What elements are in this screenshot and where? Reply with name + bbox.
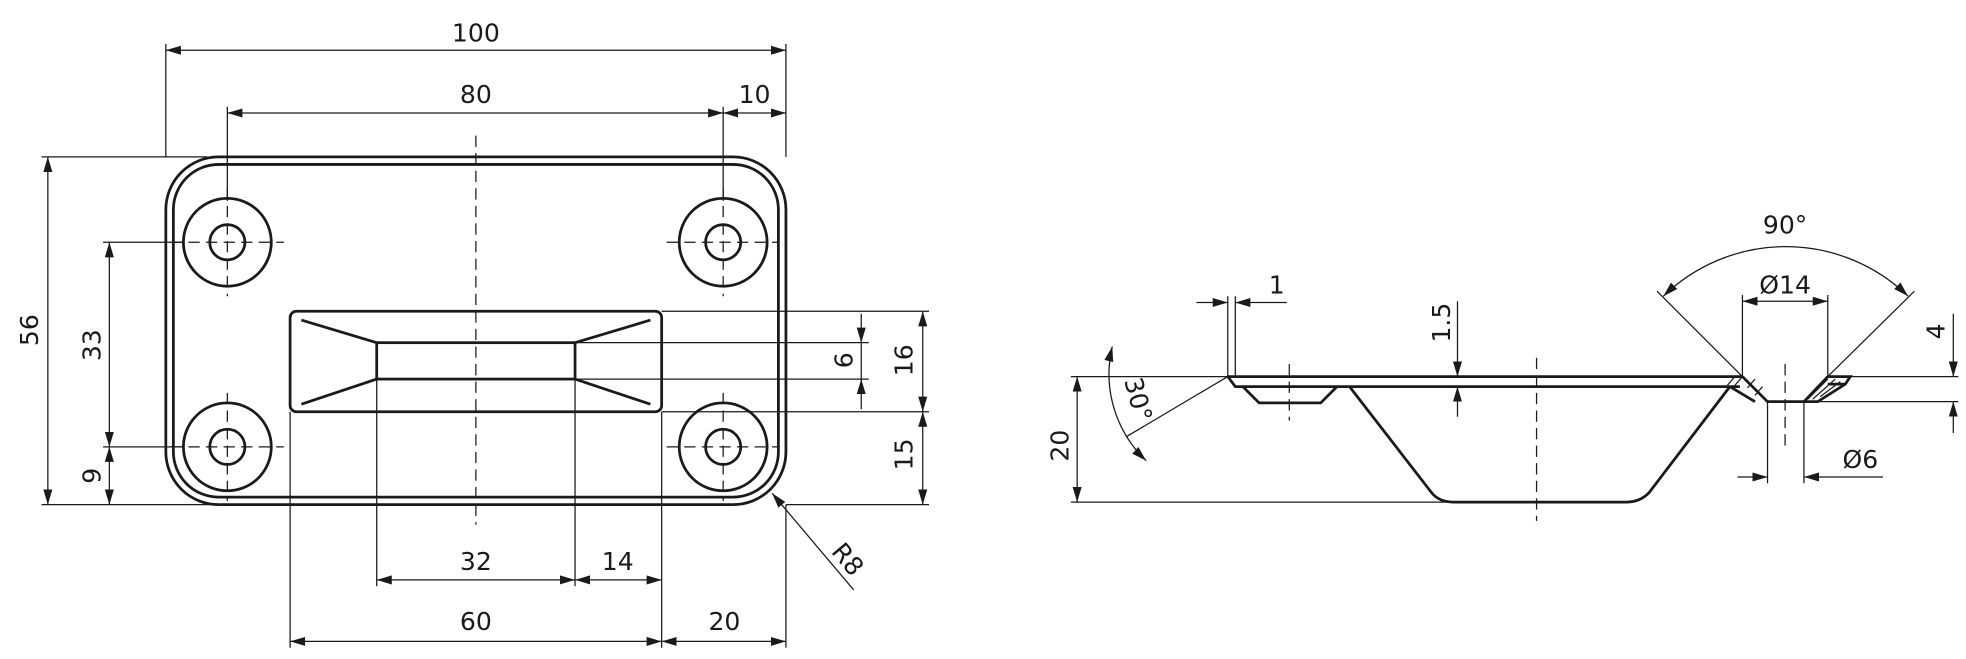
dim-corner-radius: R8 <box>826 537 870 581</box>
dim-countersink-depth: 4 <box>1922 323 1951 339</box>
dim-slot-inner-width: 32 <box>460 547 492 576</box>
dim-slot-taper: 14 <box>602 547 634 576</box>
top-view: 100 80 10 56 33 9 6 16 15 32 14 60 20 R8 <box>15 18 930 648</box>
dim-countersink-angle: 90° <box>1763 210 1807 239</box>
dim-slot-width: 60 <box>460 607 492 636</box>
hole-top-left <box>170 188 284 297</box>
dim-angle: 30° <box>1118 374 1158 424</box>
dim-hole-edge-y: 9 <box>78 468 107 484</box>
dim-overall-height: 56 <box>15 314 44 346</box>
hole-bottom-right <box>666 392 780 501</box>
dim-slot-height: 16 <box>890 344 919 376</box>
dim-overall-width: 100 <box>452 18 500 47</box>
dim-slot-right-offset: 20 <box>708 607 740 636</box>
dim-slot-bottom-offset: 15 <box>890 438 919 470</box>
dim-flange: 1 <box>1269 271 1285 300</box>
dim-hole-edge-x: 10 <box>739 80 771 109</box>
mounting-holes <box>170 188 780 501</box>
dim-hole-spacing-y: 33 <box>78 329 107 361</box>
dim-depth: 20 <box>1045 430 1074 462</box>
dim-countersink-dia: Ø14 <box>1759 271 1811 300</box>
part-section <box>1226 375 1853 504</box>
dim-hole-spacing-x: 80 <box>460 80 492 109</box>
hole-top-right <box>666 188 780 297</box>
dim-slot-inner-height: 6 <box>829 352 858 368</box>
handle-recess <box>288 309 664 414</box>
dim-thickness: 1.5 <box>1427 303 1456 343</box>
dim-hole-dia: Ø6 <box>1843 445 1879 474</box>
side-view: 1 1.5 20 30° 90° Ø14 Ø6 4 <box>1045 210 1959 521</box>
